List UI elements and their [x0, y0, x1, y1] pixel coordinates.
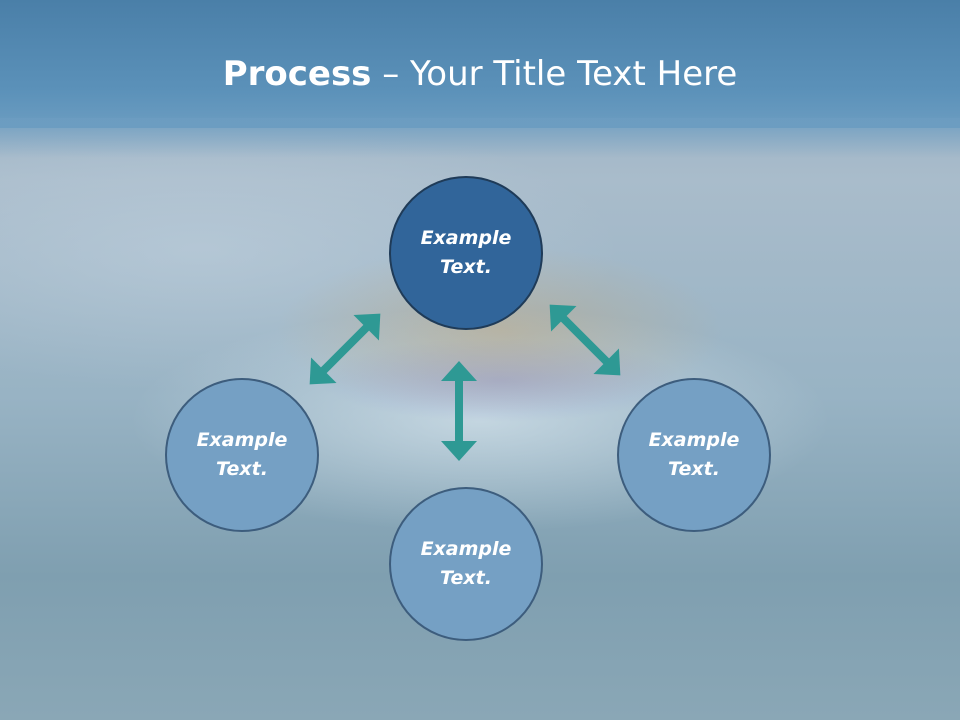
node-top[interactable]: Example Text.: [389, 176, 543, 330]
arrow-top-right: [549, 304, 621, 376]
node-top-label: Example Text.: [420, 227, 512, 278]
title-bold: Process: [222, 54, 372, 94]
node-left-label: Example Text.: [196, 429, 288, 480]
node-right-label: Example Text.: [648, 429, 740, 480]
slide-title[interactable]: Process – Your Title Text Here: [0, 52, 960, 96]
node-bottom[interactable]: Example Text.: [389, 487, 543, 641]
node-right[interactable]: Example Text.: [617, 378, 771, 532]
title-rest: – Your Title Text Here: [371, 54, 738, 94]
title-banner: [0, 0, 960, 128]
node-left[interactable]: Example Text.: [165, 378, 319, 532]
banner-fade: [0, 118, 960, 158]
arrow-vertical: [441, 361, 477, 461]
node-bottom-label: Example Text.: [420, 538, 512, 589]
arrow-top-left: [309, 313, 381, 385]
